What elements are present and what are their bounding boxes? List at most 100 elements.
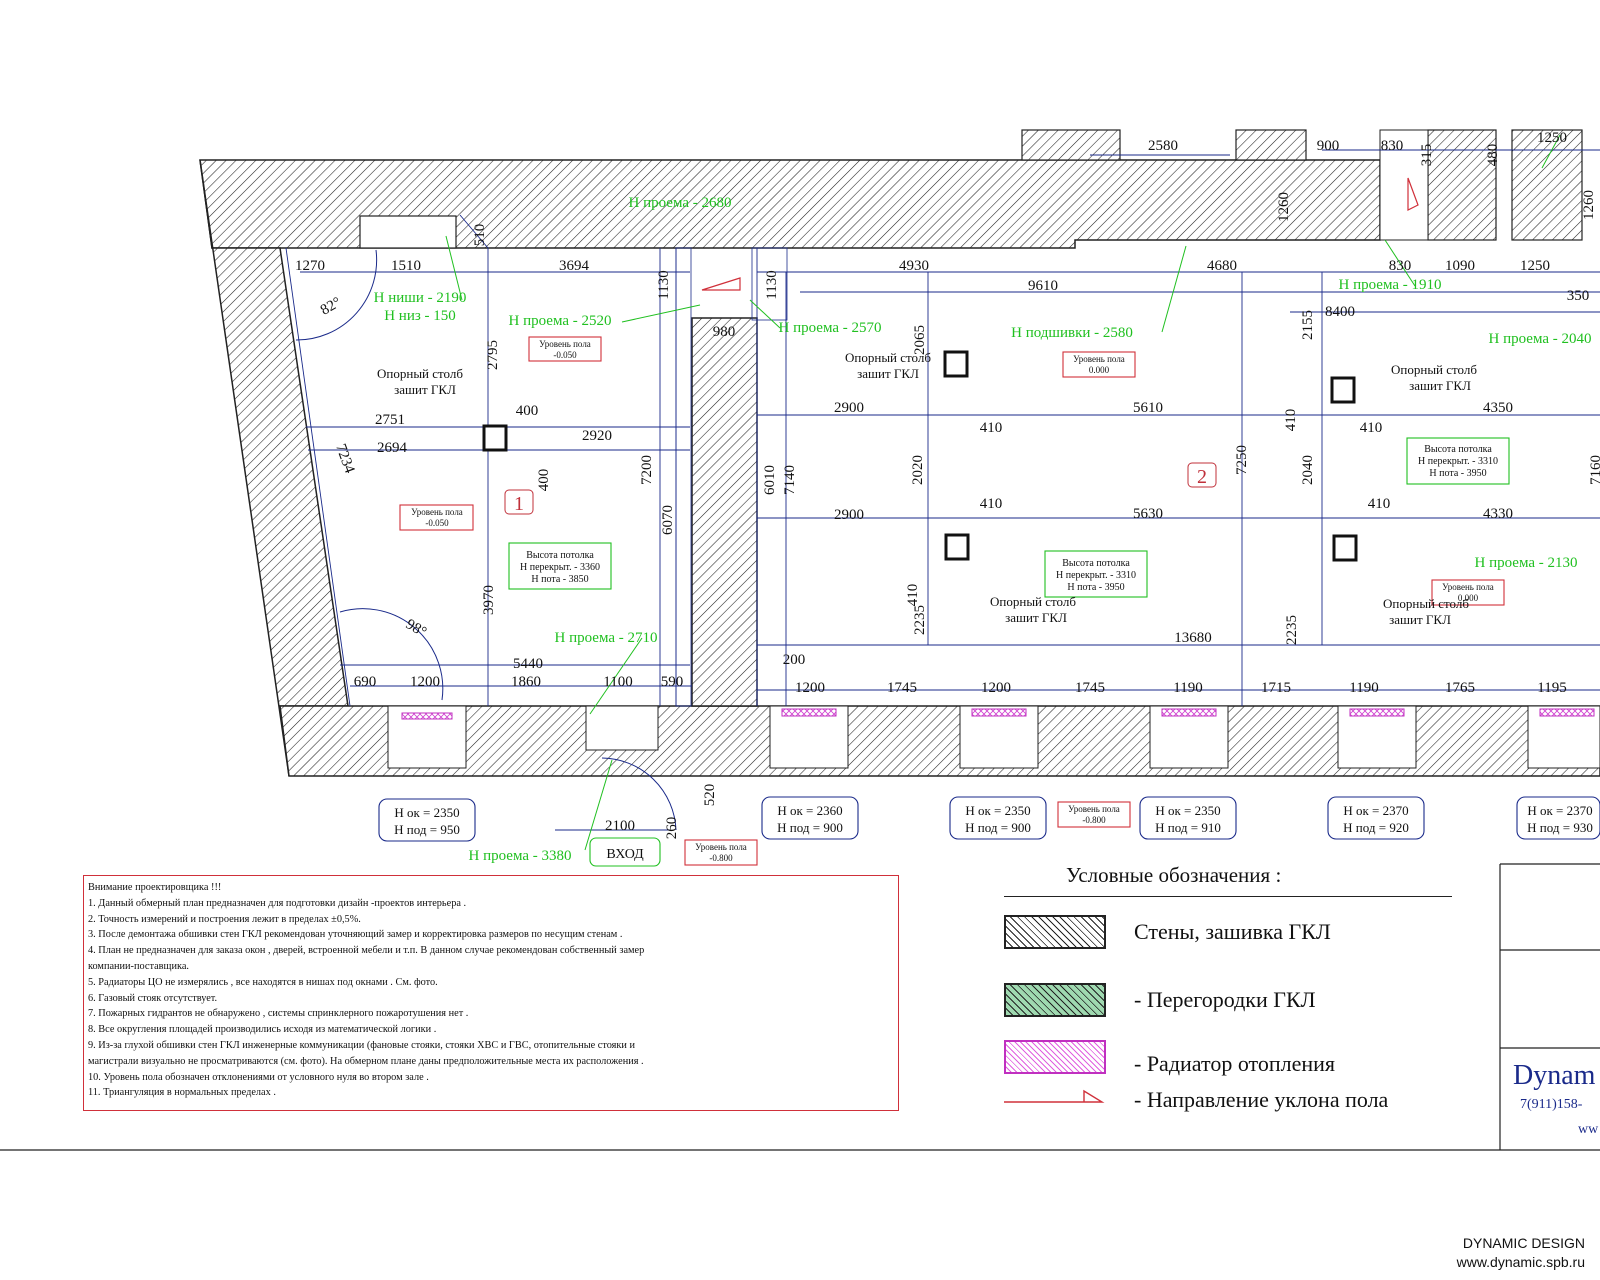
dimension-label: 3694 (559, 258, 590, 274)
dimension-label: 2065 (912, 325, 928, 355)
dimension-label: 350 (1567, 288, 1590, 304)
dimension-label: 400 (536, 469, 552, 492)
dimension-label: 1860 (511, 674, 541, 690)
designer-notes: Внимание проектировщика !!!1. Данный обм… (83, 875, 899, 1111)
dimension-label: 900 (1317, 138, 1340, 154)
dimension-label: 1260 (1581, 190, 1597, 220)
window-sill: Н под = 950 (394, 822, 460, 837)
partition (675, 247, 788, 707)
stamp-brand: Dynam (1513, 1060, 1596, 1091)
dimension-label: 6070 (660, 505, 676, 535)
legend-title: Условные обозначения : (1066, 863, 1282, 887)
dimension-label: 410 (1283, 409, 1299, 432)
dimension-label: 2795 (485, 340, 501, 370)
footer-company: DYNAMIC DESIGN (1462, 1235, 1585, 1251)
floor-level-title: Уровень пола (539, 339, 591, 349)
entrance-label: ВХОД (606, 847, 644, 862)
dimension-label: 1745 (1075, 680, 1105, 696)
dimension-label: 2100 (605, 818, 635, 834)
dimension-label: 4930 (899, 258, 929, 274)
column-label: Опорный столб (377, 366, 463, 381)
ceiling-height-line: Н пота - 3850 (531, 574, 588, 585)
dimension-label: 7250 (1234, 445, 1250, 475)
opening-label: Н проема - 2680 (629, 195, 732, 211)
dimension-label: 1715 (1261, 680, 1291, 696)
window-height: Н ок = 2370 (1343, 803, 1408, 818)
dimension-label: 410 (980, 420, 1003, 436)
dimension-label: 830 (1381, 138, 1404, 154)
opening-label: Н проема - 2130 (1475, 555, 1578, 571)
door-arcs (295, 249, 677, 831)
dimension-label: 410 (1368, 496, 1391, 512)
ceiling-height-line: Н пота - 3950 (1429, 468, 1486, 479)
dimension-label: 1130 (656, 270, 672, 299)
note-line: 11. Триангуляция в нормальных пределах . (88, 1087, 276, 1099)
dimension-label: 830 (1389, 258, 1412, 274)
window-boxes (378, 796, 1600, 842)
dimension-label: 1260 (1276, 192, 1292, 222)
note-line: Внимание проектировщика !!! (88, 882, 222, 893)
dimension-label: 1510 (391, 258, 421, 274)
opening-label: Н низ - 150 (384, 308, 456, 324)
dimension-label: 480 (1485, 144, 1501, 167)
note-line: 5. Радиаторы ЦО не измерялись , все нахо… (88, 976, 438, 988)
dimension-label: 2020 (910, 455, 926, 485)
floor-level-title: Уровень пола (1073, 354, 1125, 364)
title-block (0, 863, 1600, 1151)
dimension-label: 2235 (1284, 615, 1300, 645)
dimension-label: 2900 (834, 400, 864, 416)
note-line: 10. Уровень пола обозначен отклонениями … (88, 1071, 429, 1083)
dimension-label: 1745 (887, 680, 917, 696)
note-line: 3. После демонтажа обшивки стен ГКЛ реко… (88, 929, 623, 941)
ceiling-height-line: Н пота - 3950 (1067, 582, 1124, 593)
floor-level-value: -0.050 (425, 518, 449, 528)
window-height: Н ок = 2350 (1155, 803, 1220, 818)
dimension-label: 1765 (1445, 680, 1475, 696)
floor-level-value: -0.800 (709, 853, 733, 863)
legend-partitions-label: - Перегородки ГКЛ (1134, 987, 1316, 1012)
radiators (401, 708, 1595, 720)
note-line: 7. Пожарных гидрантов не обнаружено , си… (88, 1008, 469, 1020)
dimension-label: 410 (980, 496, 1003, 512)
dimension-label: 1130 (764, 270, 780, 299)
dimension-label: 1250 (1520, 258, 1550, 274)
opening-label: Н проема - 2710 (555, 630, 658, 646)
dimension-label: 410 (905, 584, 921, 607)
dimension-label: 510 (472, 224, 488, 247)
entrance-box (589, 837, 661, 867)
ceiling-height-line: Высота потолка (526, 550, 594, 561)
stamp-www: ww (1578, 1122, 1599, 1137)
window-sill: Н под = 900 (777, 820, 843, 835)
angle-label: 82° (318, 294, 344, 318)
opening-label: Н проема - 2570 (779, 320, 882, 336)
dimension-label: 2155 (1300, 310, 1316, 340)
ceiling-height-line: Н перекрыт. - 3310 (1056, 570, 1136, 581)
dimension-label: 6010 (762, 465, 778, 495)
floor-level-value: -0.050 (553, 350, 577, 360)
dimension-label: 980 (713, 324, 736, 340)
legend-swatch-radiator (1004, 1040, 1106, 1074)
opening-label: Н проема - 1910 (1339, 277, 1442, 293)
dimension-label: 4680 (1207, 258, 1237, 274)
window-height: Н ок = 2350 (394, 805, 459, 820)
dimension-label: 2235 (912, 605, 928, 635)
column-label: зашит ГКЛ (1389, 612, 1451, 627)
dimension-label: 7234 (332, 442, 357, 476)
column-label: Опорный столб (1383, 596, 1469, 611)
opening-label: Н проема - 2040 (1489, 331, 1592, 347)
legend-swatch-partitions (1004, 983, 1106, 1017)
opening-label: Н проема - 2520 (509, 313, 612, 329)
room-number: 1 (514, 493, 524, 515)
column-label: Опорный столб (1391, 362, 1477, 377)
dimension-label: 1190 (1349, 680, 1378, 696)
dimension-label: 1090 (1445, 258, 1475, 274)
dimension-label: 1195 (1537, 680, 1566, 696)
legend-underline (1004, 896, 1452, 897)
dimension-label: 1200 (410, 674, 440, 690)
floor-level-value: 0.000 (1089, 365, 1110, 375)
dimension-label: 2751 (375, 412, 405, 428)
column-label: зашит ГКЛ (394, 382, 456, 397)
window-height: Н ок = 2360 (777, 803, 842, 818)
dimension-label: 2580 (1148, 138, 1178, 154)
